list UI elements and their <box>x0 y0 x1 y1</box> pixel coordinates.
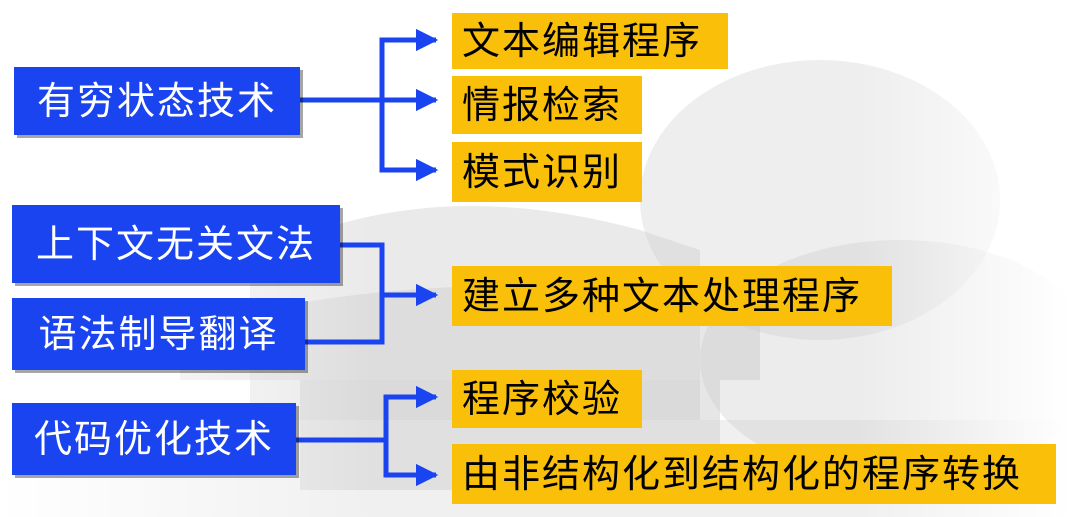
target-box-program-verification: 程序校验 <box>452 370 642 428</box>
source-label: 有穷状态技术 <box>36 79 277 123</box>
target-label: 建立多种文本处理程序 <box>462 274 863 318</box>
source-box-finite-state: 有穷状态技术 <box>14 67 300 135</box>
target-label: 程序校验 <box>462 377 623 421</box>
target-box-text-processing: 建立多种文本处理程序 <box>452 266 892 326</box>
source-label: 上下文无关文法 <box>35 222 316 266</box>
target-box-info-retrieval: 情报检索 <box>452 76 642 134</box>
source-label: 代码优化技术 <box>33 417 274 461</box>
target-box-text-editor: 文本编辑程序 <box>452 13 728 69</box>
target-label: 文本编辑程序 <box>462 19 703 63</box>
source-box-context-free-grammar: 上下文无关文法 <box>12 205 340 283</box>
target-label: 模式识别 <box>462 150 623 194</box>
target-label: 由非结构化到结构化的程序转换 <box>462 452 1023 496</box>
target-box-pattern-recognition: 模式识别 <box>452 142 642 202</box>
source-label: 语法制导翻译 <box>38 312 279 356</box>
target-label: 情报检索 <box>462 83 623 127</box>
source-box-syntax-directed-translation: 语法制导翻译 <box>12 298 305 370</box>
target-box-structured-conversion: 由非结构化到结构化的程序转换 <box>452 444 1056 504</box>
source-box-code-optimization: 代码优化技术 <box>12 403 296 475</box>
